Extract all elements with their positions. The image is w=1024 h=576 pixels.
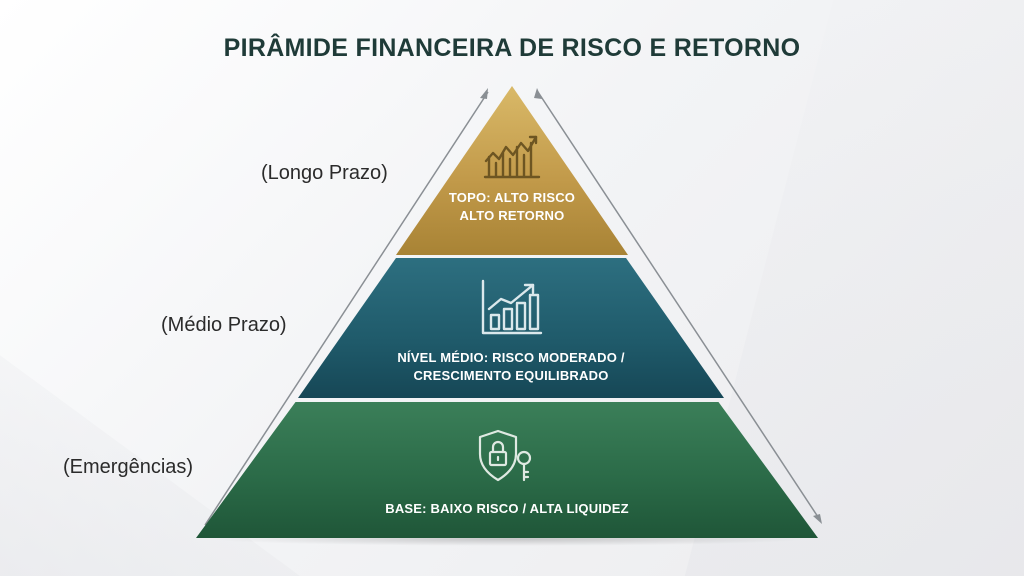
pyramid-level-base: BASE: BAIXO RISCO / ALTA LIQUIDEZ [196,402,818,538]
level-top-line1: TOPO: ALTO RISCO [448,190,576,205]
right-arrow-head [813,514,822,524]
level-top-line2: ALTO RETORNO [459,208,565,223]
side-label-mid-term: (Médio Prazo) [161,314,287,336]
left-arrow-line [204,91,489,526]
level-mid-line2: CRESCIMENTO EQUILIBRADO [413,368,609,383]
level-top-text: TOPO: ALTO RISCO ALTO RETORNO [449,189,575,225]
right-arrow-line [537,91,821,521]
level-mid-text: NÍVEL MÉDIO: RISCO MODERADO / CRESCIMENT… [397,349,624,385]
growth-chart-icon [483,135,541,179]
shield-lock-key-icon [478,429,532,482]
right-arrow-head-top [534,88,542,99]
side-label-long-term: (Longo Prazo) [261,162,388,184]
level-base-line1: BASE: BAIXO RISCO / ALTA LIQUIDEZ [385,501,629,516]
level-mid-line1: NÍVEL MÉDIO: RISCO MODERADO / [397,350,625,365]
side-label-emergency: (Emergências) [63,456,194,478]
level-base-text: BASE: BAIXO RISCO / ALTA LIQUIDEZ [385,500,629,518]
left-arrow-head [480,88,488,99]
page-title: PIRÂMIDE FINANCEIRA DE RISCO E RETORNO [223,34,801,62]
bar-chart-rising-icon [481,279,543,335]
